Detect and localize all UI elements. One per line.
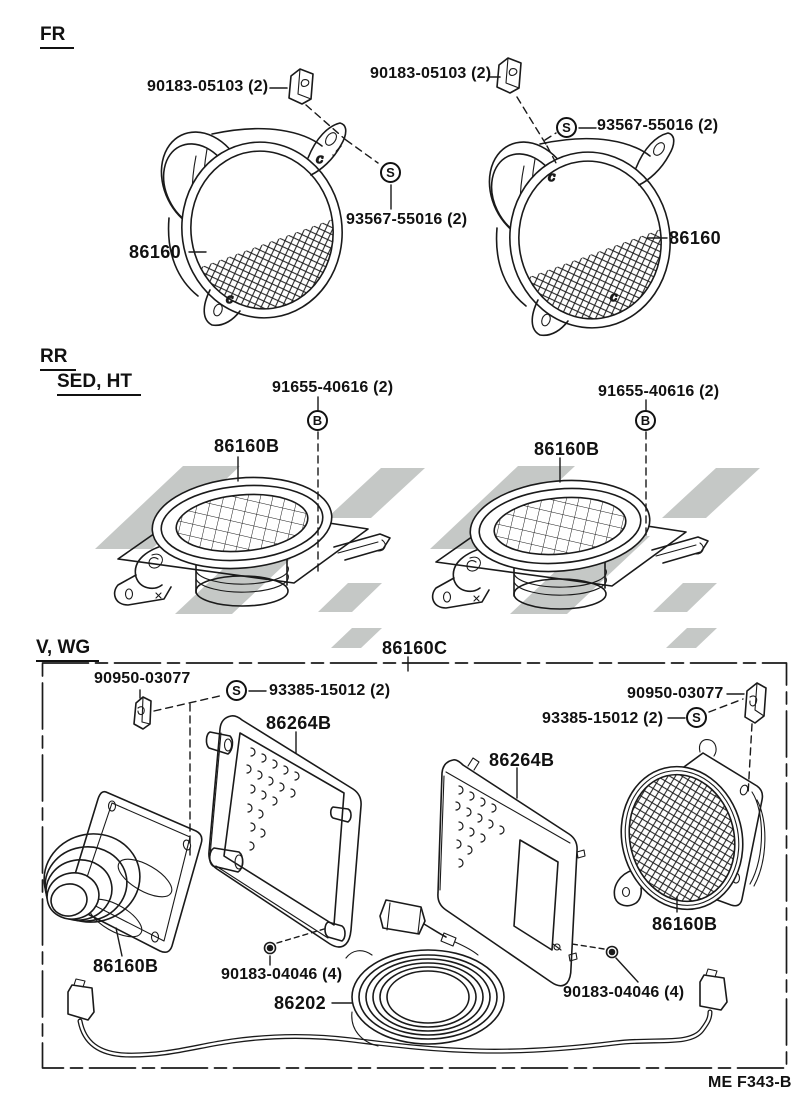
svg-text:c: c: [316, 152, 324, 167]
part-label-90183-04046-left: 90183-04046 (4): [221, 966, 343, 983]
part-label-90183-05103-left: 90183-05103 (2): [147, 78, 269, 95]
part-label-90950-right: 90950-03077: [627, 685, 724, 702]
svg-text:c: c: [610, 290, 618, 305]
bolt-symbol-rr-right: B: [635, 410, 656, 431]
part-label-90183-05103-right: 90183-05103 (2): [370, 65, 492, 82]
section-subheading-sed-ht: SED, HT: [57, 372, 141, 396]
svg-text:c: c: [226, 292, 234, 307]
part-label-93567-right: 93567-55016 (2): [597, 117, 719, 134]
part-label-86160b-rr-right: 86160B: [534, 439, 600, 459]
screw-symbol-fr-left: S: [380, 162, 401, 183]
part-label-93385-right: 93385-15012 (2): [542, 710, 664, 727]
section-heading-vwg: V, WG: [36, 638, 100, 662]
part-label-91655-right: 91655-40616 (2): [598, 383, 720, 400]
part-label-93385-left: 93385-15012 (2): [269, 682, 391, 699]
part-label-93567-left: 93567-55016 (2): [346, 211, 468, 228]
svg-text:c: c: [548, 170, 556, 185]
part-label-86264b-left: 86264B: [266, 713, 332, 733]
part-label-86160b-vwg-left: 86160B: [93, 956, 159, 976]
screw-symbol-vwg-left: S: [226, 680, 247, 701]
section-heading-rr: RR: [40, 347, 77, 371]
bolt-symbol-rr-left: B: [307, 410, 328, 431]
part-label-90950-left: 90950-03077: [94, 670, 191, 687]
part-label-86160-left: 86160: [129, 242, 182, 262]
part-label-86202: 86202: [274, 993, 327, 1013]
screw-symbol-vwg-right: S: [686, 707, 707, 728]
part-label-86160b-rr-left: 86160B: [214, 436, 280, 456]
part-label-91655-left: 91655-40616 (2): [272, 379, 394, 396]
section-heading-fr: FR: [40, 25, 75, 49]
part-label-86160c: 86160C: [382, 638, 448, 658]
part-label-86160-right: 86160: [669, 228, 722, 248]
part-label-86264b-right: 86264B: [489, 750, 555, 770]
screw-symbol-fr-right: S: [556, 117, 577, 138]
figure-code: ME F343-B: [708, 1074, 792, 1091]
part-label-90183-04046-right: 90183-04046 (4): [563, 984, 685, 1001]
part-label-86160b-vwg-right: 86160B: [652, 914, 718, 934]
